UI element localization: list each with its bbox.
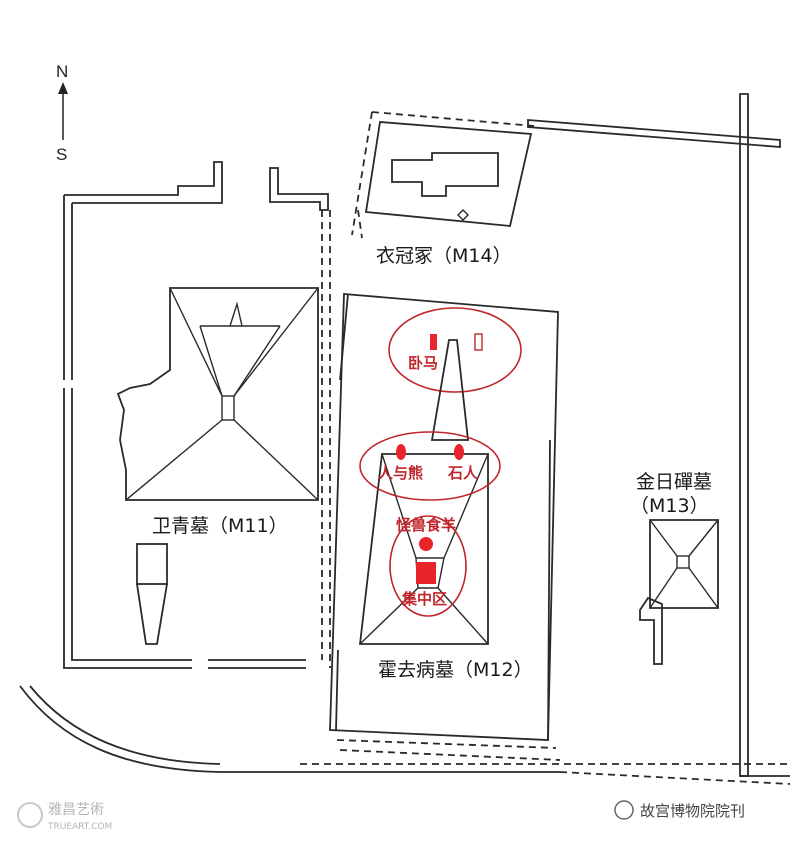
watermark-right: 故宫博物院院刊	[614, 800, 745, 820]
compass: N S	[56, 62, 68, 164]
huo-qubing-enclosure	[329, 293, 561, 761]
cluster-marker	[416, 562, 436, 584]
horse-marker	[430, 334, 437, 350]
horse-zone	[388, 307, 522, 393]
man-bear-marker	[396, 444, 406, 460]
stone-carving-zones	[359, 307, 522, 617]
compass-north-label: N	[56, 62, 68, 81]
watermark-logo-icon	[17, 802, 43, 828]
m11-label: 卫青墓（M11）	[152, 515, 288, 537]
cenotaph-enclosure	[351, 111, 535, 239]
wechat-icon	[614, 800, 634, 820]
beast-sheep-marker	[419, 537, 433, 551]
statue-zone	[359, 431, 501, 501]
watermark-left-cn: 雅昌艺術	[48, 802, 104, 818]
m14-label: 衣冠冢（M14）	[376, 245, 512, 267]
compass-arrow-icon	[58, 82, 68, 94]
south-road	[19, 685, 791, 785]
watermark-left: 雅昌艺術 TRUEART.COM	[17, 802, 112, 832]
stone-man-marker	[454, 444, 464, 460]
wei-qing-mound	[116, 287, 319, 501]
cluster-zone	[389, 515, 467, 617]
wei-qing-enclosure	[63, 161, 331, 669]
wei-qing-ramp	[136, 543, 168, 645]
man-bear-label: 人与熊	[378, 464, 423, 482]
m13-label-line2: （M13）	[630, 495, 709, 517]
jin-midi-enclosure	[527, 93, 781, 777]
watermark-right-text: 故宫博物院院刊	[640, 802, 745, 820]
horse-label: 卧马	[408, 354, 438, 372]
horse-marker-outline	[474, 333, 483, 351]
watermark-left-en: TRUEART.COM	[47, 822, 112, 832]
m13-label-line1: 金日磾墓	[636, 471, 712, 493]
m12-label: 霍去病墓（M12）	[378, 659, 533, 681]
compass-south-label: S	[56, 145, 67, 164]
beast-sheep-label: 怪兽食羊	[396, 516, 456, 534]
cluster-label: 集中区	[401, 590, 447, 608]
stone-man-label: 石人	[447, 464, 479, 482]
